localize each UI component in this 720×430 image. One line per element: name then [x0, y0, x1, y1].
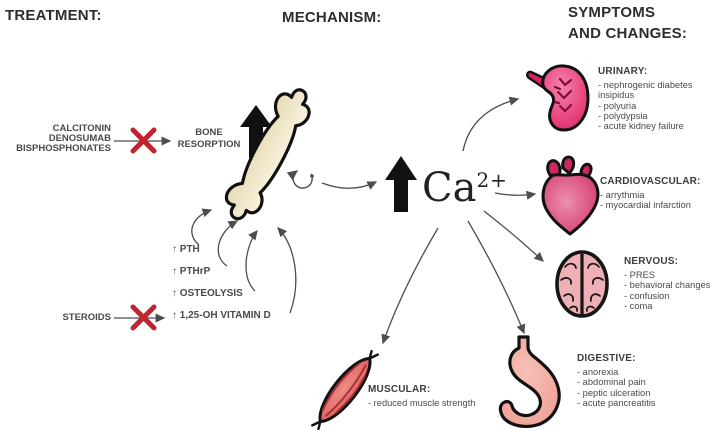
- blocked-x-icon: [130, 127, 157, 154]
- muscular-title: MUSCULAR:: [368, 384, 431, 395]
- digestive-item: - anorexia: [577, 367, 619, 377]
- bone-resorption-label: BONE RESORPTION: [176, 127, 242, 151]
- cardiovascular-item: - myocardial infarction: [600, 200, 691, 211]
- bone-resorption-line2: RESORPTION: [177, 139, 241, 150]
- muscular-section: MUSCULAR: - reduced muscle strength: [368, 384, 488, 408]
- stomach-icon: [498, 335, 561, 428]
- digestive-item: - peptic ulceration: [577, 387, 651, 398]
- treatment-steroids-label: STEROIDS: [62, 312, 111, 323]
- bone-icon: [224, 88, 311, 221]
- arrow-pthrp-to-bone: [217, 220, 239, 267]
- arrow-pth-to-bone: [191, 208, 213, 246]
- nervous-title: NERVOUS:: [624, 256, 679, 267]
- calcium-label: Ca2+: [422, 160, 508, 208]
- bone-turnover-loop-icon: [286, 170, 314, 189]
- increase-arrow-icon: [240, 105, 272, 158]
- calcium-symbol: Ca: [422, 165, 477, 211]
- nervous-item: - PRES: [624, 270, 655, 280]
- digestive-section: DIGESTIVE: - anorexia - abdominal pain -…: [577, 353, 677, 408]
- mediator-pth: ↑ PTH: [172, 244, 200, 255]
- cardiovascular-title: CARDIOVASCULAR:: [600, 176, 701, 187]
- treatment-inhibitor-bisphosphonates: BISPHOSPHONATES: [16, 143, 111, 154]
- arrow-calcium-to-kidney: [462, 96, 520, 152]
- arrow-bone-to-calcium: [321, 181, 378, 190]
- nervous-item: - confusion: [624, 290, 670, 301]
- nervous-item: - coma: [624, 300, 653, 311]
- urinary-item: - nephrogenic diabetes insipidus: [598, 80, 693, 101]
- arrow-calcium-to-stomach: [467, 220, 526, 335]
- arrow-calcium-to-brain: [483, 210, 544, 262]
- arrow-osteolysis-to-bone: [245, 229, 258, 292]
- mediator-pthrp: ↑ PTHrP: [172, 266, 211, 277]
- brain-icon: [555, 250, 609, 318]
- digestive-item: - abdominal pain: [577, 377, 646, 388]
- symptoms-header: SYMPTOMS AND CHANGES:: [568, 2, 687, 44]
- calcium-charge: 2+: [476, 168, 508, 192]
- urinary-title: URINARY:: [598, 66, 648, 77]
- arrow-vitamin-d-to-bone: [277, 227, 297, 314]
- muscle-icon: [311, 349, 379, 430]
- mediator-list: ↑ PTH ↑ PTHrP ↑ OSTEOLYSIS ↑ 1,25-OH VIT…: [172, 239, 271, 327]
- mediator-osteolysis: ↑ OSTEOLYSIS: [172, 288, 243, 299]
- bone-resorption-line1: BONE: [195, 127, 223, 138]
- treatment-inhibitor-calcitonin: CALCITONIN: [52, 123, 111, 134]
- treatment-header: TREATMENT:: [5, 7, 102, 24]
- treatment-inhibitor-list: CALCITONIN DENOSUMAB BISPHOSPHONATES: [8, 124, 111, 154]
- cardiovascular-item: - arrythmia: [600, 190, 645, 200]
- digestive-title: DIGESTIVE:: [577, 353, 636, 364]
- urinary-item: - polydypsia: [598, 110, 648, 121]
- urinary-item: - polyuria: [598, 100, 637, 111]
- kidney-icon: [526, 64, 590, 132]
- urinary-item: - acute kidney failure: [598, 121, 684, 132]
- symptoms-header-line2: AND CHANGES:: [568, 25, 688, 42]
- muscular-item: - reduced muscle strength: [368, 398, 476, 408]
- arrow-calcium-to-muscle: [381, 227, 439, 345]
- mediator-vitamin-d: ↑ 1,25-OH VITAMIN D: [172, 310, 271, 321]
- increase-arrow-icon: [385, 156, 417, 212]
- mechanism-header: MECHANISM:: [282, 9, 382, 26]
- nervous-section: NERVOUS: - PRES - behavioral changes - c…: [624, 256, 719, 311]
- urinary-section: URINARY: - nephrogenic diabetes insipidu…: [598, 66, 708, 131]
- heart-icon: [541, 155, 600, 236]
- treatment-inhibitor-denosumab: DENOSUMAB: [48, 133, 111, 144]
- digestive-item: - acute pancreatitis: [577, 397, 656, 408]
- nervous-item: - behavioral changes: [624, 280, 711, 291]
- cardiovascular-section: CARDIOVASCULAR: - arrythmia - myocardial…: [600, 176, 712, 211]
- symptoms-header-line1: SYMPTOMS: [568, 4, 656, 21]
- blocked-x-icon: [130, 304, 157, 331]
- arrow-calcium-to-heart: [494, 190, 537, 200]
